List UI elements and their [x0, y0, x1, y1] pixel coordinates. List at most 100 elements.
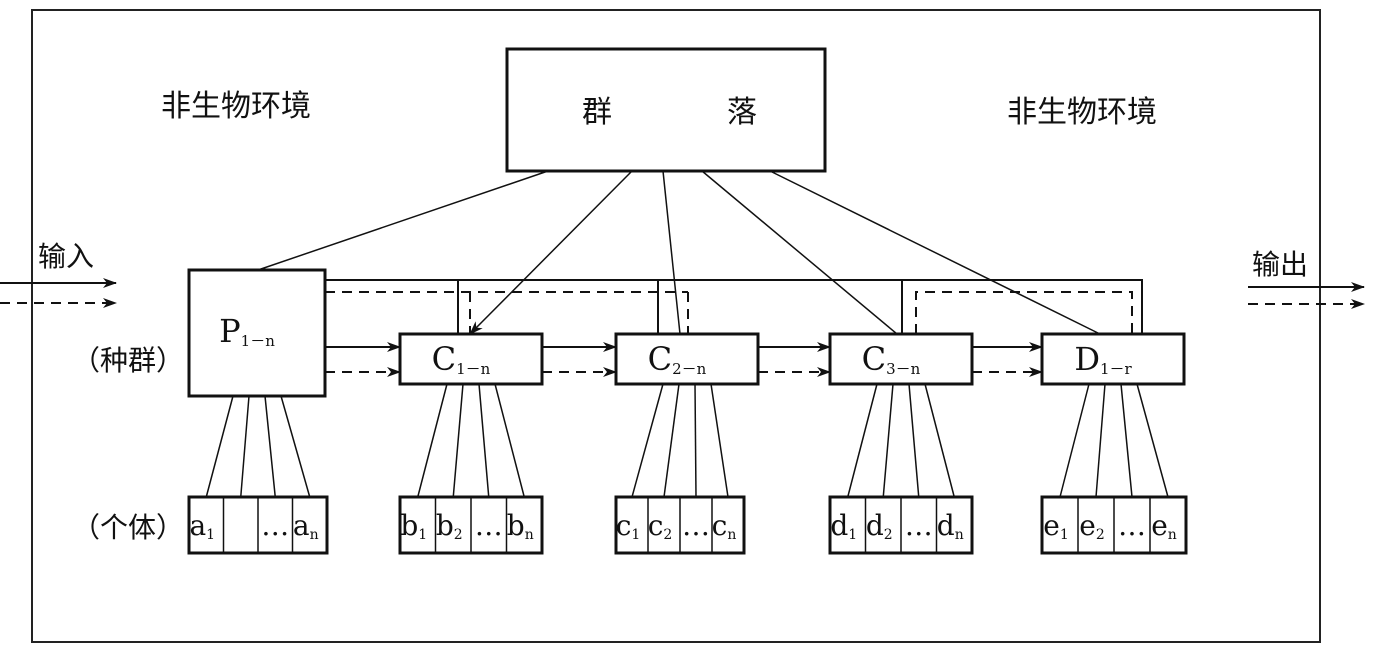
input-label: 输入: [38, 240, 94, 273]
individual-link-line: [240, 395, 250, 498]
individual-link-line: [205, 395, 234, 498]
population-subscript: 3－n: [886, 360, 921, 378]
individual-cell: cn: [712, 509, 737, 543]
individual-symbol: a: [189, 509, 206, 542]
individual-symbol: e: [1151, 509, 1168, 542]
population-box: [187, 268, 327, 398]
individual-link-line: [1120, 383, 1133, 498]
population-node: P1－n: [187, 268, 327, 398]
individual-cell: a1: [189, 509, 215, 543]
individual-symbol: d: [866, 509, 884, 542]
individual-symbol: b: [507, 509, 525, 542]
individual-cell: c2: [648, 509, 673, 543]
community-links: [257, 170, 1101, 335]
individual-subscript: 2: [1096, 527, 1105, 543]
individual-cell: d1: [830, 509, 857, 543]
population-label: P1－n: [219, 312, 275, 350]
population-subscript: 1－n: [456, 360, 491, 378]
individual-link-line: [882, 383, 894, 498]
community-link-d: [769, 170, 1101, 335]
population-box: [614, 332, 760, 386]
population-subscript: 1－r: [1100, 360, 1133, 378]
individual-subscript: 2: [884, 527, 893, 543]
individual-cell: …: [682, 509, 710, 542]
individual-link-line: [417, 383, 448, 498]
individual-link-line: [478, 383, 490, 498]
individual-row-label: （个体）: [72, 511, 184, 544]
output-label: 输出: [1252, 248, 1308, 281]
individual-cell: b2: [436, 509, 463, 543]
individual-link-line: [710, 383, 729, 498]
individual-link-line: [847, 383, 878, 498]
environment-label-right: 非生物环境: [1007, 95, 1157, 130]
individual-symbol: a: [293, 509, 310, 542]
individual-cell: e1: [1043, 509, 1069, 543]
individual-subscript: 1: [206, 527, 215, 543]
population-label: C2－n: [648, 340, 707, 378]
individual-link-line: [452, 383, 464, 498]
ecosystem-frame: [31, 9, 1321, 643]
individual-symbol: …: [261, 509, 289, 542]
environment-label-left: 非生物环境: [161, 89, 311, 124]
individual-symbol: e: [1043, 509, 1060, 542]
population-node: C2－n: [614, 332, 760, 386]
individual-cell: d2: [866, 509, 893, 543]
community-label-char1: 群: [582, 95, 612, 130]
individual-link-line: [631, 383, 664, 498]
individual-link-line: [280, 395, 311, 498]
population-node: C1－n: [398, 332, 544, 386]
individual-symbol: d: [937, 509, 955, 542]
population-symbol: D: [1074, 340, 1100, 378]
individual-subscript: 1: [631, 527, 640, 543]
individual-subscript: 1: [418, 527, 427, 543]
individual-cell: …: [475, 509, 503, 542]
dashed-feedback-lines: [325, 291, 1133, 334]
individual-symbol: c: [616, 509, 632, 542]
individual-symbol: b: [436, 509, 454, 542]
population-subscript: 1－n: [241, 332, 276, 350]
individual-symbol: b: [400, 509, 418, 542]
individual-subscript: n: [525, 527, 534, 543]
population-row-label: （种群）: [72, 344, 184, 377]
individual-cell: …: [905, 509, 933, 542]
population-box: [1040, 332, 1186, 386]
community-box: [505, 47, 827, 173]
individual-symbol: …: [1118, 509, 1146, 542]
population-label: D1－r: [1074, 340, 1132, 378]
individual-subscript: n: [727, 527, 736, 543]
food-chain-arrows: [325, 342, 1043, 377]
individual-link-line: [494, 383, 525, 498]
population-box: [828, 332, 974, 386]
community-link-p: [257, 170, 549, 271]
individual-cell: …: [261, 509, 289, 542]
feedback-loops: [325, 279, 1143, 334]
individual-cell: bn: [507, 509, 534, 543]
individual-subscript: 2: [454, 527, 463, 543]
individual-group: a1…an: [187, 495, 329, 555]
individual-subscript: 1: [848, 527, 857, 543]
individual-symbol: d: [830, 509, 848, 542]
population-symbol: C: [648, 340, 672, 378]
individual-symbol: …: [475, 509, 503, 542]
community-label-char2: 落: [727, 95, 757, 130]
population-individual-links: [205, 383, 1169, 498]
individual-cell: dn: [937, 509, 964, 543]
community-link-c2: [662, 170, 681, 335]
individual-cell: e2: [1079, 509, 1105, 543]
individual-link-line: [908, 383, 920, 498]
individual-cell: en: [1151, 509, 1177, 543]
individual-cell: an: [293, 509, 319, 543]
individual-cell: …: [1118, 509, 1146, 542]
individual-subscript: n: [955, 527, 964, 543]
population-symbol: P: [219, 312, 241, 350]
population-box: [398, 332, 544, 386]
population-node: C3－n: [828, 332, 974, 386]
community-node: 群 落: [505, 47, 827, 173]
individual-symbol: c: [648, 509, 664, 542]
